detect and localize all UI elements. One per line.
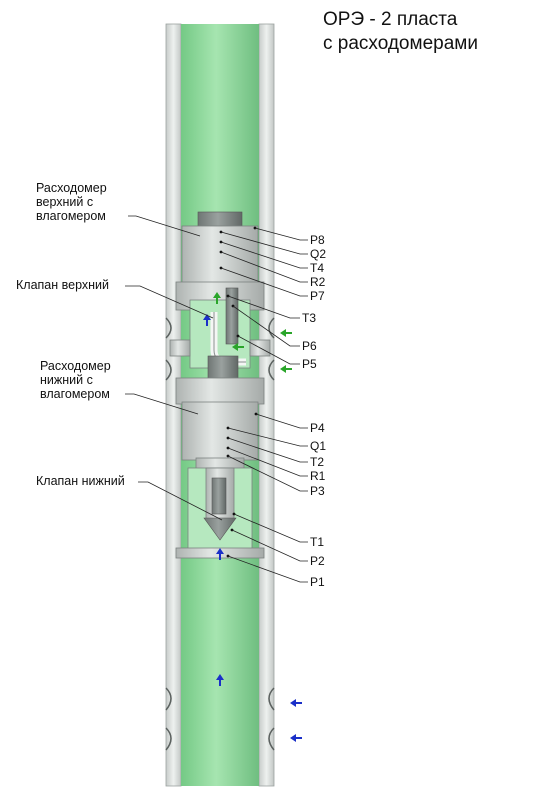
arrow-icon <box>213 292 221 304</box>
sensor-label-p4: P4 <box>310 421 325 435</box>
upper-meter-label-2: верхний с <box>36 195 93 209</box>
arrow-icon <box>203 314 211 326</box>
well-casing <box>165 23 275 787</box>
sensor-label-t4: T4 <box>310 261 324 275</box>
sensor-label-p3: P3 <box>310 484 325 498</box>
arrow-icon <box>280 365 292 373</box>
sensor-labels: P8 Q2 T4 R2 P7 T3 P6 P5 P4 Q1 T2 R1 P3 T… <box>220 227 326 589</box>
lower-meter-label-1: Расходомер <box>40 359 111 373</box>
arrow-icon <box>216 674 224 686</box>
upper-meter-label-3: влагомером <box>36 209 106 223</box>
upper-flowmeter <box>175 211 265 311</box>
sensor-label-p6: P6 <box>302 339 317 353</box>
sensor-label-p2: P2 <box>310 554 325 568</box>
arrow-icon <box>216 548 224 560</box>
arrow-icon <box>290 699 302 707</box>
lower-meter-label-2: нижний с <box>40 373 93 387</box>
lower-flowmeter <box>175 377 265 471</box>
sensor-label-p1: P1 <box>310 575 325 589</box>
arrow-icon <box>280 329 292 337</box>
sensor-label-q2: Q2 <box>310 247 326 261</box>
title-line-1: ОРЭ - 2 пласта <box>323 9 458 30</box>
arrow-icon <box>232 343 244 351</box>
flow-arrows <box>203 292 302 742</box>
sensor-label-t3: T3 <box>302 311 316 325</box>
upper-valve-label: Клапан верхний <box>16 278 109 292</box>
lower-valve-label: Клапан нижний <box>36 474 125 488</box>
lower-meter-label-3: влагомером <box>40 387 110 401</box>
arrow-icon <box>290 734 302 742</box>
sensor-label-r2: R2 <box>310 275 326 289</box>
sensor-label-t2: T2 <box>310 455 324 469</box>
title-line-2: с расходомерами <box>323 33 478 54</box>
sensor-label-t1: T1 <box>310 535 324 549</box>
sensor-label-p5: P5 <box>302 357 317 371</box>
upper-meter-label-1: Расходомер <box>36 181 107 195</box>
lower-valve <box>175 467 265 559</box>
left-callouts: Расходомер верхний с влагомером Клапан в… <box>16 181 223 521</box>
sensor-label-p7: P7 <box>310 289 325 303</box>
sensor-label-q1: Q1 <box>310 439 326 453</box>
sensor-label-r1: R1 <box>310 469 326 483</box>
sensor-label-p8: P8 <box>310 233 325 247</box>
